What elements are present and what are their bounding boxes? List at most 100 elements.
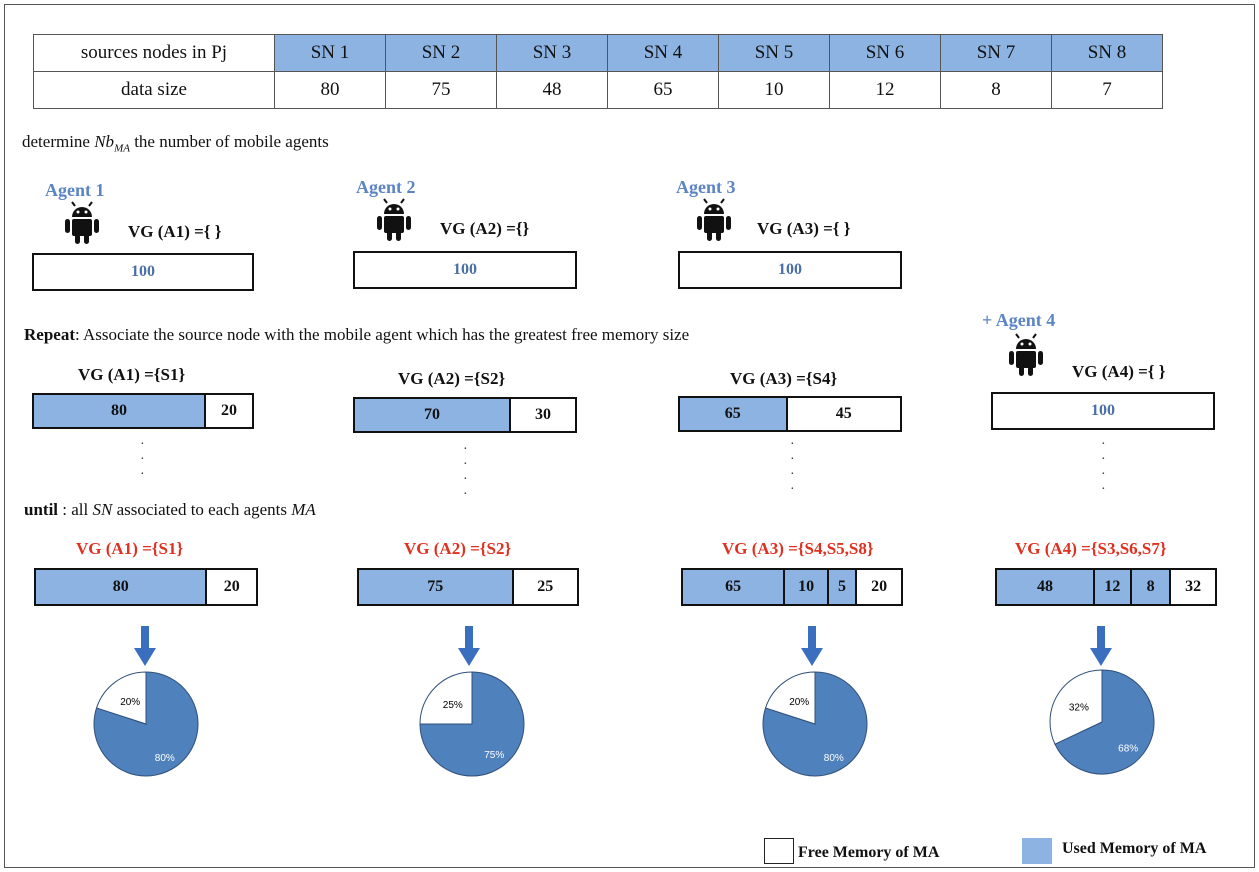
vg-a2-initial: VG (A2) ={}: [440, 219, 530, 238]
node-cell: SN 3: [496, 34, 608, 72]
down-arrow-icon: [1090, 626, 1112, 666]
used-segment: 5: [826, 570, 856, 604]
pie-free-slice: [419, 671, 473, 725]
used-segment: 10: [783, 570, 827, 604]
a4-final-bar: 48 12 8 32: [995, 568, 1217, 606]
until-prefix: : all: [62, 500, 89, 519]
size-cell: 12: [829, 71, 941, 109]
vg-a2-repeat: VG (A2) ={S2}: [398, 369, 506, 388]
down-arrow-icon: [458, 626, 480, 666]
diagram-frame: [4, 4, 1255, 868]
size-cell: 10: [718, 71, 830, 109]
size-cell: 80: [274, 71, 386, 109]
node-cell: SN 1: [274, 34, 386, 72]
until-middle: associated to each agents: [116, 500, 287, 519]
pie-free-label: 25%: [443, 700, 463, 711]
vg-a4-initial: VG (A4) ={ }: [1072, 362, 1166, 381]
android-robot-icon: [376, 197, 412, 243]
vg-a1-initial: VG (A1) ={ }: [128, 222, 222, 241]
agent-1-title: Agent 1: [45, 180, 105, 200]
free-segment: 20: [855, 570, 901, 604]
node-cell: SN 6: [829, 34, 941, 72]
free-segment: 100: [680, 253, 900, 287]
node-cell: SN 2: [385, 34, 497, 72]
node-cell: SN 7: [940, 34, 1052, 72]
a1-repeat-bar: 80 20: [32, 393, 254, 429]
pie-free-slice: [1049, 669, 1103, 745]
used-segment: 80: [36, 570, 206, 604]
pie-used-label: 68%: [1118, 743, 1138, 754]
vg-a3-initial: VG (A3) ={ }: [757, 219, 851, 238]
android-robot-icon: [64, 200, 100, 246]
node-cell: SN 8: [1051, 34, 1163, 72]
free-segment: 30: [509, 399, 575, 431]
free-segment: 100: [355, 253, 575, 287]
size-cell: 8: [940, 71, 1052, 109]
pie-used-label: 80%: [155, 753, 175, 764]
pie-free-label: 20%: [789, 697, 809, 708]
free-segment: 25: [511, 570, 577, 604]
pie-used-label: 75%: [484, 750, 504, 761]
vg-a3-final: VG (A3) ={S4,S5,S8}: [722, 539, 874, 558]
free-segment: 20: [204, 395, 252, 427]
until-keyword: until: [24, 500, 59, 519]
source-nodes-table: sources nodes in Pj SN 1 SN 2 SN 3 SN 4 …: [33, 34, 1163, 109]
vg-a4-final: VG (A4) ={S3,S6,S7}: [1015, 539, 1167, 558]
a3-repeat-bar: 65 45: [678, 396, 902, 432]
agent-3-memory-bar: 100: [678, 251, 902, 289]
pie-used-slice: [1054, 669, 1155, 775]
table-row-nodes: sources nodes in Pj SN 1 SN 2 SN 3 SN 4 …: [33, 34, 1163, 72]
memory-pie-chart: 32% 68%: [1049, 669, 1155, 775]
pie-free-slice: [95, 671, 147, 725]
step1-prefix: determine: [22, 132, 90, 151]
legend-free-label: Free Memory of MA: [798, 844, 940, 861]
repeat-keyword: Repeat: [24, 325, 75, 344]
vg-a2-final: VG (A2) ={S2}: [404, 539, 512, 558]
used-segment: 12: [1092, 570, 1130, 604]
node-cell: SN 5: [718, 34, 830, 72]
size-cell: 65: [607, 71, 719, 109]
a1-final-bar: 80 20: [34, 568, 258, 606]
used-segment: 65: [683, 570, 784, 604]
free-segment: 45: [785, 398, 900, 430]
android-robot-icon: [696, 197, 732, 243]
vg-a1-repeat: VG (A1) ={S1}: [78, 365, 186, 384]
pie-free-label: 32%: [1069, 703, 1089, 714]
agent-1-memory-bar: 100: [32, 253, 254, 291]
pie-free-slice: [764, 671, 816, 725]
continuation-dots: ····: [1101, 437, 1106, 497]
a2-final-bar: 75 25: [357, 568, 579, 606]
memory-pie-chart: 20% 80%: [93, 671, 199, 777]
legend-used-label: Used Memory of MA: [1062, 840, 1207, 857]
memory-pie-chart: 25% 75%: [419, 671, 525, 777]
agent-3-title: Agent 3: [676, 177, 736, 197]
sn-symbol: SN: [92, 500, 113, 519]
size-cell: 48: [496, 71, 608, 109]
agent-4-title: + Agent 4: [982, 310, 1056, 330]
nb-subscript: MA: [114, 142, 130, 155]
step1-text: determine NbMA the number of mobile agen…: [22, 132, 329, 154]
down-arrow-icon: [801, 626, 823, 666]
node-cell: SN 4: [607, 34, 719, 72]
agent-4-memory-bar: 100: [991, 392, 1215, 430]
free-segment: 100: [34, 255, 252, 289]
continuation-dots: ···: [140, 437, 145, 482]
pie-used-slice: [93, 671, 199, 777]
continuation-dots: ····: [790, 437, 795, 497]
android-robot-icon: [1008, 332, 1044, 378]
nb-symbol: Nb: [94, 132, 115, 151]
until-text: until : all SN associated to each agents…: [24, 500, 316, 520]
ma-symbol: MA: [291, 500, 316, 519]
pie-used-label: 80%: [824, 753, 844, 764]
used-segment: 75: [359, 570, 512, 604]
pie-used-slice: [762, 671, 868, 777]
a3-final-bar: 65 10 5 20: [681, 568, 903, 606]
legend-used-swatch: [1022, 838, 1052, 864]
used-segment: 65: [680, 398, 786, 430]
repeat-description: : Associate the source node with the mob…: [74, 325, 690, 344]
pie-free-label: 20%: [120, 697, 140, 708]
agent-2-memory-bar: 100: [353, 251, 577, 289]
row-header-sizes: data size: [33, 71, 275, 109]
down-arrow-icon: [134, 626, 156, 666]
size-cell: 7: [1051, 71, 1163, 109]
